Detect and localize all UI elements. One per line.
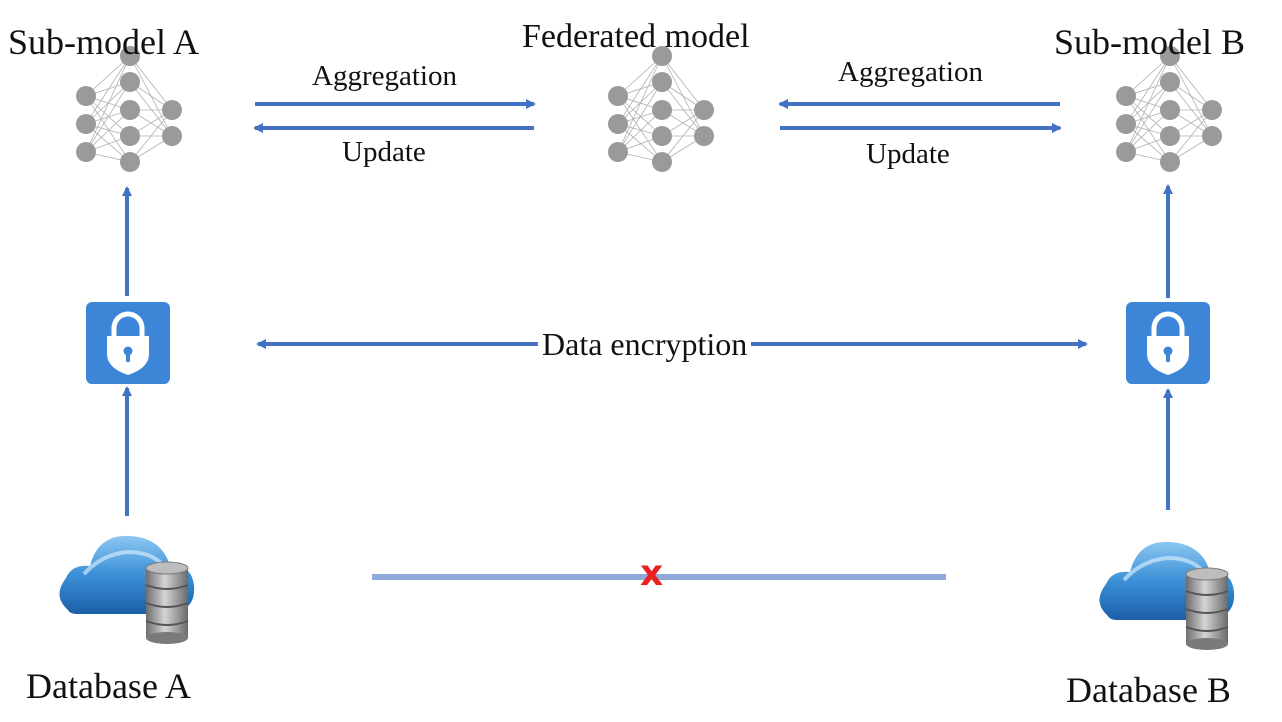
cloud-database-icon-b: [1097, 539, 1237, 652]
submodel-a-title: Sub-model A: [8, 22, 200, 62]
federated-model-title: Federated model: [522, 18, 750, 55]
database-a-label: Database A: [26, 666, 191, 706]
blocked-x-mark: x: [640, 553, 664, 594]
aggregation-label-left: Aggregation: [312, 60, 457, 92]
data-encryption-label: Data encryption: [538, 328, 752, 360]
neural-network-icon-submodel-a: [75, 45, 183, 173]
database-b-label: Database B: [1066, 670, 1231, 710]
neural-network-icon-federated: [607, 45, 715, 173]
update-label-right: Update: [866, 138, 950, 170]
neural-network-icon-submodel-b: [1115, 45, 1223, 173]
lock-icon-a: [86, 302, 170, 384]
aggregation-label-right: Aggregation: [838, 56, 983, 88]
cloud-database-icon-a: [57, 533, 197, 646]
lock-icon-b: [1126, 302, 1210, 384]
submodel-b-title: Sub-model B: [1054, 22, 1246, 62]
update-label-left: Update: [342, 136, 426, 168]
